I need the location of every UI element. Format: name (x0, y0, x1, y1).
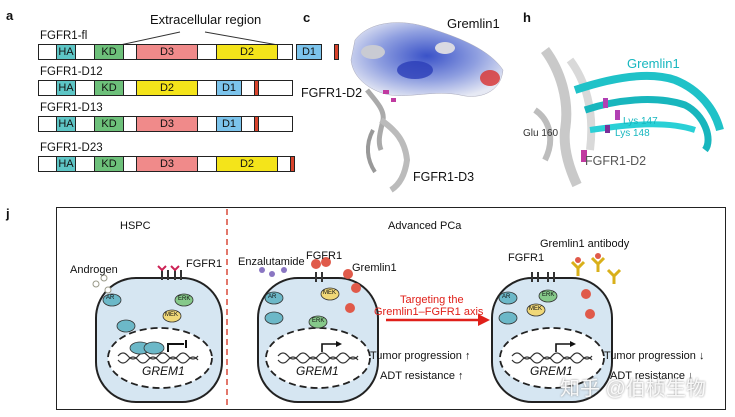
watermark: 知乎 @伯桢生物 (560, 378, 706, 400)
hspc-title: HSPC (120, 220, 151, 232)
tumor-progression-up-label: Tumor progression ↑ (370, 350, 471, 362)
domain-ha: HA (56, 116, 76, 132)
construct-bar: HA KD D3 D1 (38, 116, 293, 134)
tm-segment (254, 80, 259, 96)
extracellular-region-label: Extracellular region (150, 12, 262, 27)
erk-label-2: ERK (312, 318, 325, 324)
tumor-progression-text-down: Tumor progression (604, 350, 696, 362)
targeting-label-line2: Gremlin1–FGFR1 axis (374, 306, 484, 318)
panel-c: c Gremlin1 FGFR1-D2 FGFR1-D3 (295, 0, 515, 200)
domain-d2: D2 (216, 156, 278, 172)
domain-kd: KD (94, 80, 124, 96)
domain-d3: D3 (136, 116, 198, 132)
domain-d1: D1 (216, 80, 242, 96)
construct-bar: HA KD D3 D2 D1 (38, 44, 339, 62)
lys147-label: Lys 147 (623, 116, 658, 127)
gremlin1-label-h: Gremlin1 (627, 56, 680, 71)
domain-d1: D1 (296, 44, 322, 60)
panel-h-letter: h (523, 10, 531, 25)
fgfr1-d3-label-c: FGFR1-D3 (413, 170, 475, 184)
adt-resistance-text-up: ADT resistance (380, 370, 455, 382)
gremlin1-label-c: Gremlin1 (447, 16, 500, 31)
construct-bar: HA KD D3 D2 (38, 156, 295, 174)
region-bracket (119, 31, 279, 46)
ar-label-2: AR (268, 294, 277, 300)
domain-kd: KD (94, 44, 124, 60)
fgfr1-label-treated: FGFR1 (508, 252, 545, 264)
mek-label-3: MEK (529, 306, 543, 312)
erk-label-1: ERK (178, 296, 191, 302)
adt-resistance-text-down: ADT resistance (610, 370, 685, 382)
construct-label: FGFR1-D13 (40, 102, 103, 114)
panel-j-letter: j (6, 206, 10, 221)
panel-j-frame (56, 207, 726, 410)
domain-d2: D2 (136, 80, 198, 96)
fgfr1-d2-label-h: FGFR1-D2 (585, 154, 647, 168)
glu160-label: Glu 160 (523, 128, 559, 139)
mek-label-2: MEK (323, 290, 337, 296)
panel-h: h Gremlin1 Lys 147 Lys 148 Glu 160 FGFR1… (515, 0, 735, 200)
mek-label-1: MEK (165, 312, 179, 318)
gremlin1-label-j: Gremlin1 (352, 262, 397, 274)
domain-ha: HA (56, 156, 76, 172)
adt-resistance-up-label: ADT resistance ↑ (380, 370, 464, 382)
construct-label: FGFR1-fl (40, 30, 88, 42)
domain-d2: D2 (216, 44, 278, 60)
androgen-label: Androgen (70, 264, 118, 276)
fgfr1-d2-label-c: FGFR1-D2 (301, 86, 363, 100)
gene-label-1: GREM1 (142, 364, 185, 378)
lys148-label: Lys 148 (615, 128, 650, 139)
adt-resistance-down-label: ADT resistance ↓ (610, 370, 694, 382)
ar-label-1: AR (106, 295, 115, 301)
tumor-progression-down-label: Tumor progression ↓ (604, 350, 705, 362)
tm-segment (254, 116, 259, 132)
construct-label: FGFR1-D23 (40, 142, 103, 154)
tm-segment (334, 44, 339, 60)
panel-c-letter: c (303, 10, 311, 25)
domain-kd: KD (94, 156, 124, 172)
ribbon-structure (533, 47, 724, 188)
construct-bar: HA KD D2 D1 (38, 80, 293, 98)
gene-label-2: GREM1 (296, 364, 339, 378)
ar-label-3: AR (502, 294, 511, 300)
tm-segment (290, 156, 295, 172)
domain-d3: D3 (136, 44, 198, 60)
construct-label: FGFR1-D12 (40, 66, 103, 78)
advanced-pca-title: Advanced PCa (388, 220, 462, 232)
domain-ha: HA (56, 44, 76, 60)
gremlin1-antibody-label: Gremlin1 antibody (540, 238, 630, 250)
surface-structure (350, 22, 504, 193)
domain-d1: D1 (216, 116, 242, 132)
fgfr1-label-advanced: FGFR1 (306, 250, 343, 262)
enzalutamide-label: Enzalutamide (238, 256, 305, 268)
gene-label-3: GREM1 (530, 364, 573, 378)
targeting-label-line1: Targeting the (400, 294, 464, 306)
domain-d3: D3 (136, 156, 198, 172)
domain-ha: HA (56, 80, 76, 96)
domain-kd: KD (94, 116, 124, 132)
tumor-progression-text-up: Tumor progression (370, 350, 462, 362)
fgfr1-label-hspc: FGFR1 (186, 258, 223, 270)
panel-a-letter: a (6, 8, 14, 23)
erk-label-3: ERK (542, 292, 555, 298)
